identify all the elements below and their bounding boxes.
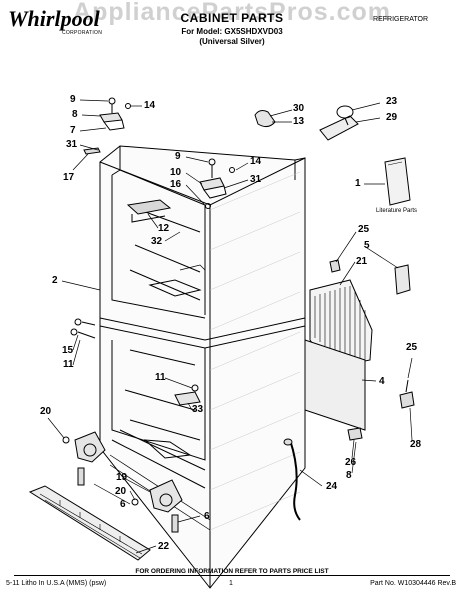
base-grille — [28, 485, 151, 561]
callout-26: 26 — [345, 457, 357, 468]
upper-left-hinge — [83, 97, 131, 155]
callout-6: 6 — [120, 499, 126, 510]
callout-8: 8 — [72, 109, 78, 120]
callout-19: 19 — [116, 472, 128, 483]
category-label: REFRIGERATOR — [373, 16, 428, 23]
footer-divider — [14, 575, 450, 576]
litho-info: 5-11 Litho In U.S.A (MMS) (psw) — [6, 580, 107, 587]
literature-parts-label: Literature Parts — [376, 208, 418, 214]
callout-11-center: 11 — [155, 372, 166, 383]
brand-subtitle: CORPORATION — [62, 30, 103, 36]
water-tube — [283, 438, 301, 521]
callout-30: 30 — [293, 103, 305, 114]
callout-13: 13 — [293, 116, 305, 127]
right-small-brackets — [347, 379, 415, 441]
callout-14-center: 14 — [250, 156, 262, 167]
callout-16: 16 — [170, 179, 182, 190]
brand-logo: Whirlpool — [8, 6, 100, 31]
callout-12: 12 — [158, 223, 170, 234]
ordering-note: FOR ORDERING INFORMATION REFER TO PARTS … — [135, 568, 329, 575]
callout-5: 5 — [364, 240, 370, 251]
part-number: Part No. W10304446 Rev.B — [370, 580, 456, 587]
page-title: CABINET PARTS — [180, 11, 284, 25]
callout-11: 11 — [63, 359, 74, 370]
upper-center-hinge — [199, 158, 235, 209]
callout-8-lower: 8 — [346, 470, 352, 481]
literature-booklet — [384, 157, 411, 206]
callout-28: 28 — [410, 439, 422, 450]
light-assembly — [126, 199, 172, 223]
grille-assembly — [309, 259, 411, 369]
callout-7: 7 — [70, 125, 76, 136]
callout-32: 32 — [151, 236, 163, 247]
callout-31-center: 31 — [250, 174, 262, 185]
kickplate-panel — [304, 339, 366, 431]
finish-line: (Universal Silver) — [199, 37, 265, 46]
wire-tube-parts — [254, 105, 359, 141]
callout-21: 21 — [356, 256, 368, 267]
callout-25: 25 — [358, 224, 370, 235]
callout-22: 22 — [158, 541, 170, 552]
callout-25-right: 25 — [406, 342, 418, 353]
right-roller-assembly — [131, 479, 183, 533]
callout-2: 2 — [52, 275, 58, 286]
left-fasteners — [70, 318, 96, 339]
callout-20: 20 — [40, 406, 52, 417]
callout-1: 1 — [355, 178, 361, 189]
callout-6-right: 6 — [204, 511, 210, 522]
callout-10: 10 — [170, 167, 182, 178]
left-roller-assembly — [62, 431, 106, 486]
callout-23: 23 — [386, 96, 398, 107]
callout-17: 17 — [63, 172, 75, 183]
page-number: 1 — [229, 580, 233, 587]
callout-4: 4 — [379, 376, 385, 387]
callout-9-center: 9 — [175, 151, 181, 162]
callout-29: 29 — [386, 112, 398, 123]
callout-15: 15 — [62, 345, 74, 356]
callout-24: 24 — [326, 481, 338, 492]
watermark: AppliancePartsPros.com — [73, 0, 391, 26]
model-line: For Model: GX5SHDXVD03 — [181, 27, 283, 36]
callout-9: 9 — [70, 94, 76, 105]
callout-33: 33 — [192, 404, 204, 415]
cabinet-body — [99, 145, 306, 589]
callout-31: 31 — [66, 139, 78, 150]
callout-14: 14 — [144, 100, 156, 111]
callout-20-lower: 20 — [115, 486, 127, 497]
leader-lines — [47, 99, 413, 554]
